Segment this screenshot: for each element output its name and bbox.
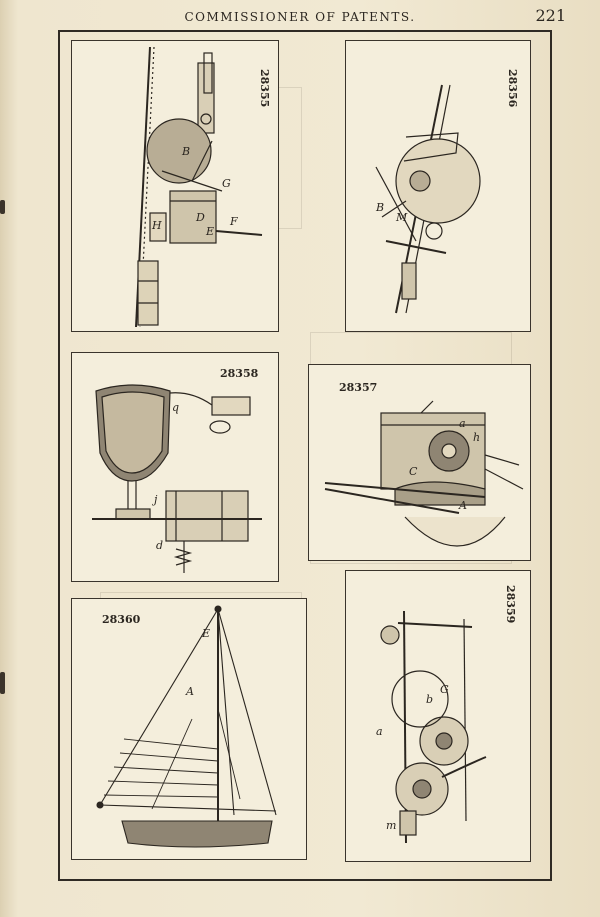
figure-number: 28358 <box>220 367 259 380</box>
running-header: COMMISSIONER OF PATENTS. <box>184 10 416 24</box>
figure-28358: 28358 q j d <box>71 352 279 582</box>
figure-28355-drawing <box>135 46 263 328</box>
figure-28356-drawing <box>375 84 481 314</box>
figure-label: q <box>172 401 180 414</box>
figure-number: 28356 <box>506 69 519 108</box>
figure-label: C <box>409 465 418 478</box>
figure-number: 28360 <box>102 613 141 626</box>
figure-number: 28355 <box>258 69 271 108</box>
figure-label: H <box>152 219 162 232</box>
figure-label: D <box>196 211 205 224</box>
figure-28359-drawing <box>380 610 487 844</box>
page-number: 221 <box>535 6 566 25</box>
figure-28360-drawing <box>96 605 277 848</box>
figure-label: a <box>459 417 466 430</box>
figure-label: j <box>154 493 158 506</box>
figure-number: 28357 <box>339 381 378 394</box>
figure-label: d <box>156 539 164 552</box>
figure-label: E <box>206 225 215 238</box>
figure-label: h <box>473 431 481 444</box>
figure-label: B <box>182 145 191 158</box>
figure-28357: 28357 a h C A <box>308 364 531 561</box>
figure-label: B <box>376 201 385 214</box>
figure-label: G <box>222 177 231 190</box>
figure-label: F <box>230 215 238 228</box>
figure-28358-drawing <box>92 384 262 573</box>
figure-28357-drawing <box>324 400 524 547</box>
figure-label: E <box>202 627 211 640</box>
figure-28355: 28355 B G D F E H <box>71 40 279 332</box>
figure-28360: 28360 E A <box>71 598 307 860</box>
page-edge-mark <box>0 672 5 694</box>
figure-28356: 28356 B M <box>345 40 531 332</box>
figure-28359: 28359 G b a m <box>345 570 531 862</box>
figure-label: b <box>426 693 434 706</box>
figure-label: A <box>186 685 194 698</box>
figure-number: 28359 <box>504 585 517 624</box>
figure-label: a <box>376 725 383 738</box>
figure-label: G <box>440 683 449 696</box>
figure-label: A <box>459 499 467 512</box>
page-edge-mark <box>0 200 5 214</box>
figure-label: m <box>386 819 397 832</box>
figure-label: M <box>396 211 408 224</box>
